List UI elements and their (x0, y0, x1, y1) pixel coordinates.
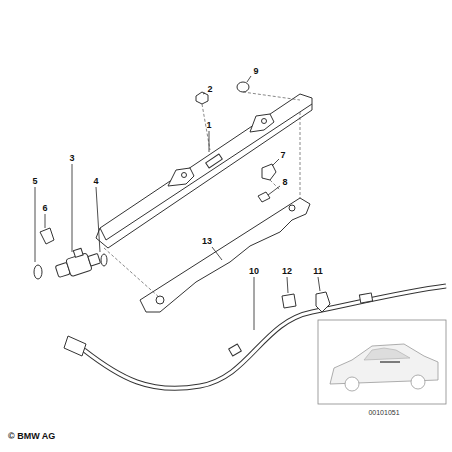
vehicle-thumbnail (318, 320, 446, 404)
injector (52, 244, 101, 280)
leader-line (35, 187, 36, 262)
hose-clip (282, 294, 296, 308)
callout-number: 11 (313, 267, 323, 276)
o-ring (101, 254, 107, 266)
injector-clip (40, 228, 54, 244)
tab-hole (182, 173, 187, 178)
callout-number: 2 (207, 85, 212, 94)
hose-clip (316, 292, 330, 312)
leader-line (247, 76, 251, 82)
fuel-rail (96, 94, 312, 248)
callout-number: 13 (202, 237, 212, 246)
callout-number: 6 (42, 204, 47, 213)
hose-sleeve (229, 344, 242, 356)
assembly-line (300, 112, 301, 198)
nut (196, 92, 208, 104)
callout-number: 5 (32, 177, 37, 186)
screw (258, 192, 270, 202)
leader-line (254, 277, 255, 330)
leader-line (272, 159, 279, 166)
leader-line (96, 187, 100, 252)
rail-valve (206, 154, 223, 168)
assembly-line (243, 92, 300, 100)
rail-tab (250, 114, 274, 132)
hose-sleeve (359, 293, 372, 303)
assembly-line (104, 248, 160, 298)
callout-number: 7 (280, 151, 285, 160)
leader-line (45, 214, 46, 228)
callout-number: 10 (249, 267, 259, 276)
cap (237, 82, 249, 92)
callout-number: 3 (69, 154, 74, 163)
bracket-hole (289, 205, 295, 211)
drawing-number: 00101051 (368, 409, 399, 416)
assembly-line (270, 180, 280, 190)
leader-line (318, 277, 320, 291)
callout-number: 12 (282, 267, 292, 276)
leader-line (287, 277, 288, 293)
callout-number: 1 (206, 121, 211, 130)
leader-line (212, 247, 222, 260)
callout-number: 9 (253, 67, 258, 76)
holder-clip (262, 164, 276, 180)
rail-edge (100, 104, 312, 240)
callout-number: 8 (282, 178, 287, 187)
hose-end (64, 336, 86, 356)
rail-tab (168, 168, 194, 186)
callout-number: 4 (93, 177, 98, 186)
copyright-note: © BMW AG (8, 432, 55, 441)
o-ring (34, 265, 42, 279)
rail-bracket (140, 198, 310, 312)
tab-hole (262, 119, 267, 124)
leader-line (72, 164, 73, 252)
bracket-hole (156, 296, 164, 304)
leader-line (203, 93, 205, 94)
leader-line (209, 131, 210, 152)
leader-line (268, 186, 280, 195)
